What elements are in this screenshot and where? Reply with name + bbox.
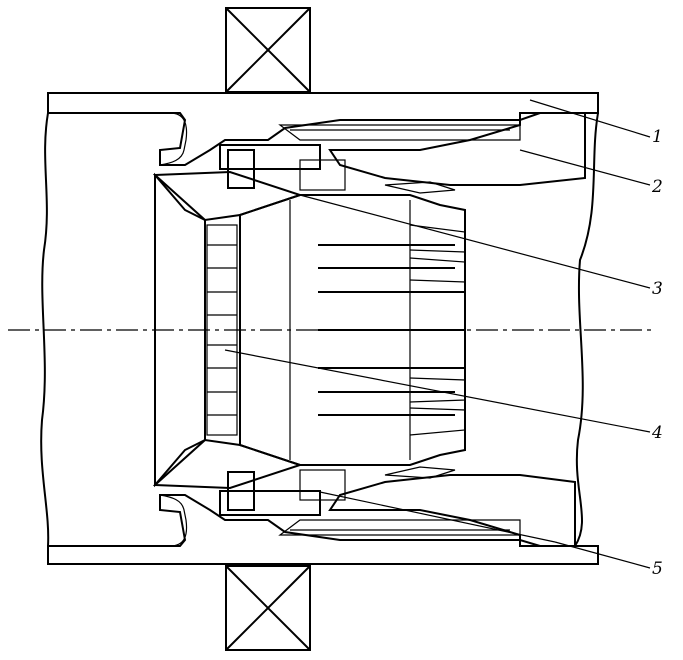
lower-clip (384, 466, 456, 479)
upper-clip (384, 181, 456, 194)
upper-ring-pack (219, 144, 346, 191)
upper-sleeve (278, 112, 586, 186)
upper-winding-block (225, 7, 311, 93)
lower-sleeve (278, 474, 576, 547)
collet-finger-slots (318, 224, 466, 436)
callout-1: 1 (652, 127, 663, 147)
leader-lines (224, 99, 651, 569)
lower-ring-pack (219, 469, 346, 516)
callout-3: 3 (652, 279, 663, 299)
inner-bore (154, 172, 241, 488)
right-body-outline (574, 112, 599, 547)
lower-winding-block (225, 565, 311, 651)
housing-top (47, 92, 599, 166)
left-body-outline (40, 112, 188, 547)
callout-4: 4 (651, 423, 663, 443)
callout-2: 2 (651, 177, 663, 197)
callout-5: 5 (652, 559, 663, 579)
